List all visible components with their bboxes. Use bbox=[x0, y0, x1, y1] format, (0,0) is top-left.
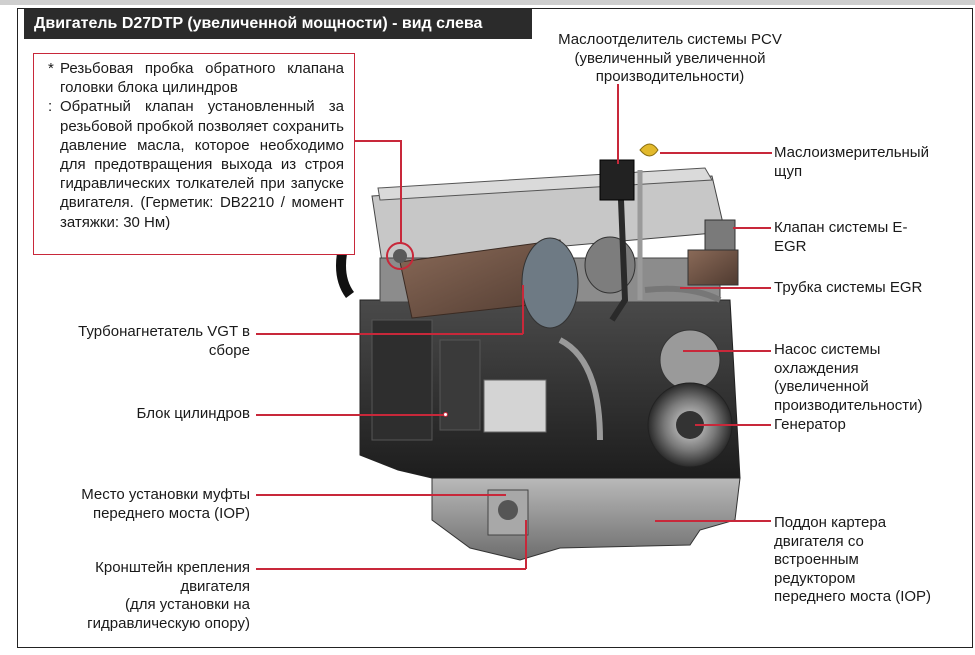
bracket-leader-v bbox=[525, 520, 527, 569]
label-line: щуп bbox=[774, 162, 803, 180]
label-line: (увеличенной bbox=[774, 378, 869, 395]
oilpan-label: Поддон картера двигателя со встроенным р… bbox=[774, 514, 931, 607]
label-line: двигателя со bbox=[774, 532, 864, 550]
label-line: EGR bbox=[774, 237, 807, 255]
label-line: сборе bbox=[208, 341, 250, 359]
label-line: охлаждения bbox=[774, 359, 859, 377]
label-line: двигателя bbox=[180, 577, 250, 595]
generator-label: Генератор bbox=[774, 416, 846, 435]
block-label: Блок цилиндров bbox=[20, 405, 250, 424]
block-leader bbox=[256, 414, 446, 416]
label-line: Маслоизмерительный bbox=[774, 144, 929, 161]
label-line: Клапан системы E- bbox=[774, 219, 908, 236]
egr-pipe-leader bbox=[680, 287, 771, 289]
label-line: (для установки на bbox=[125, 596, 250, 613]
egr-valve-leader bbox=[733, 227, 771, 229]
egr-pipe-label: Трубка системы EGR bbox=[774, 279, 922, 298]
label-line: Трубка системы EGR bbox=[774, 279, 923, 296]
label-line: Маслоотделитель системы PCV bbox=[558, 31, 782, 48]
label-line: (увеличенный увеличенной bbox=[574, 49, 766, 67]
page-title: Двигатель D27DTP (увеличенной мощности) … bbox=[24, 9, 532, 39]
note-leader-v bbox=[400, 140, 402, 243]
generator-leader bbox=[695, 424, 771, 426]
note-text: Обратный клапан установленный за резьбов… bbox=[60, 98, 344, 231]
check-valve-note: * Резьбовая пробка обратного клапана гол… bbox=[33, 53, 355, 255]
pcv-label: Маслоотделитель системы PCV (увеличенный… bbox=[540, 31, 800, 87]
label-line: гидравлическую опору) bbox=[87, 614, 250, 632]
turbo-label: Турбонагнетатель VGT в сборе bbox=[20, 323, 250, 360]
bracket-label: Кронштейн крепления двигателя (для устан… bbox=[20, 559, 250, 633]
egr-valve-label: Клапан системы E- EGR bbox=[774, 219, 907, 256]
pump-leader bbox=[683, 350, 771, 352]
note-text: Резьбовая пробка обратного клапана голов… bbox=[60, 60, 344, 97]
label-line: Генератор bbox=[774, 416, 846, 433]
label-line: производительности) bbox=[595, 68, 745, 85]
label-line: Поддон картера bbox=[774, 514, 887, 531]
pump-label: Насос системы охлаждения (увеличенной пр… bbox=[774, 341, 923, 415]
dipstick-leader bbox=[660, 152, 772, 154]
block-leader-dot bbox=[443, 412, 448, 417]
turbo-leader-h bbox=[256, 333, 523, 335]
label-line: встроенным bbox=[774, 551, 859, 568]
pcv-leader bbox=[617, 84, 619, 164]
note-item: : Обратный клапан установленный за резьб… bbox=[48, 97, 344, 231]
label-line: Насос системы bbox=[774, 341, 881, 358]
dipstick-label: Маслоизмерительный щуп bbox=[774, 144, 929, 181]
note-item: * Резьбовая пробка обратного клапана гол… bbox=[48, 59, 344, 97]
turbo-leader-v bbox=[522, 285, 524, 334]
label-line: переднего моста (IOP) bbox=[774, 588, 932, 605]
note-mark: : bbox=[48, 98, 53, 116]
clutch-label: Место установки муфты переднего моста (I… bbox=[20, 486, 250, 523]
oilpan-leader bbox=[655, 520, 771, 522]
label-line: Место установки муфты bbox=[81, 486, 250, 503]
label-line: переднего моста (IOP) bbox=[92, 504, 250, 522]
label-line: Блок цилиндров bbox=[136, 405, 250, 422]
note-mark: * bbox=[48, 60, 54, 77]
label-line: редуктором bbox=[774, 569, 856, 587]
bracket-leader-h bbox=[256, 568, 526, 570]
label-line: Кронштейн крепления bbox=[95, 559, 250, 576]
label-line: Турбонагнетатель VGT в bbox=[78, 323, 250, 340]
label-line: производительности) bbox=[774, 396, 923, 414]
note-leader-h bbox=[355, 140, 400, 142]
top-rule bbox=[0, 0, 975, 5]
clutch-leader bbox=[256, 494, 506, 496]
